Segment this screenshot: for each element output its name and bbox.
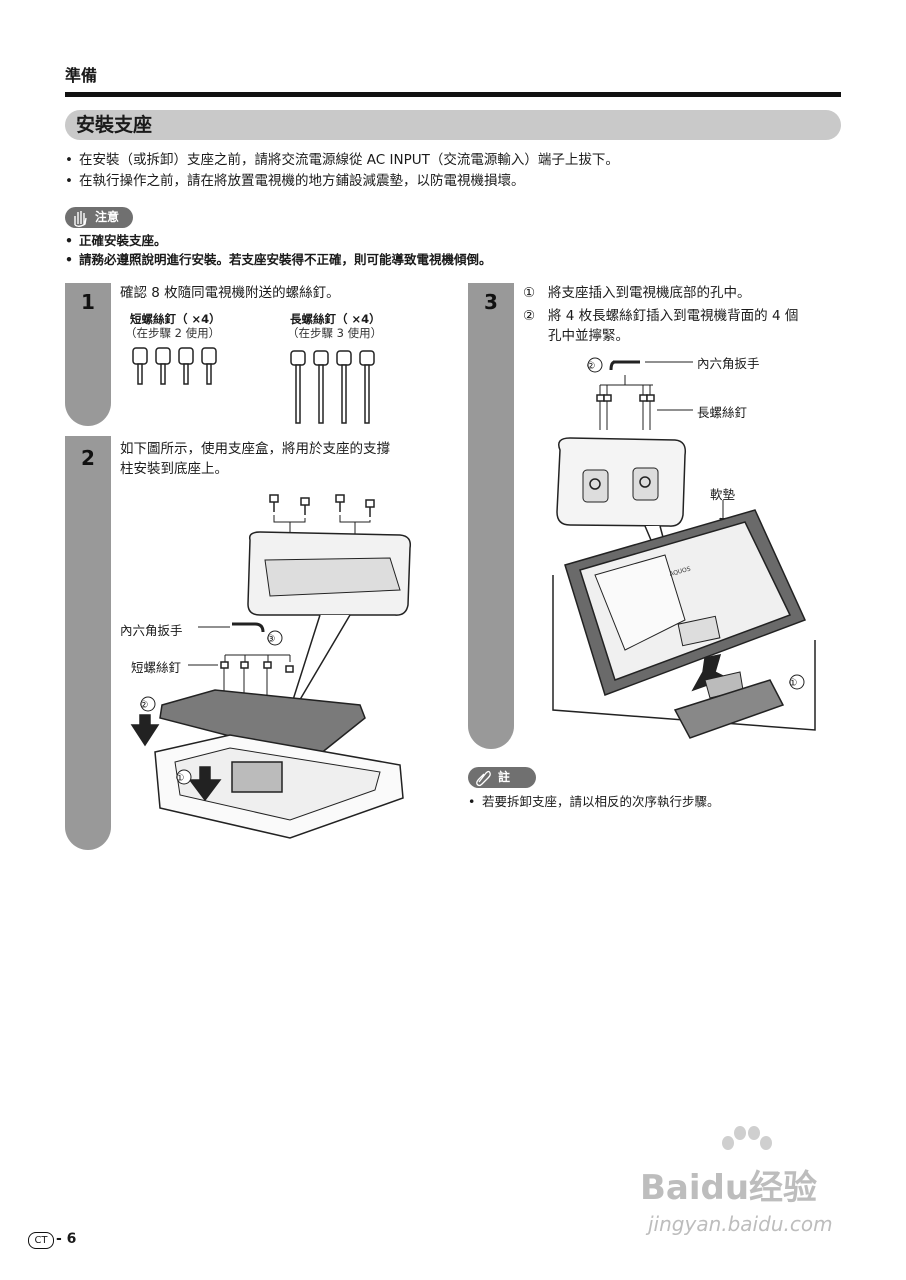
section-label: 準備 — [65, 66, 98, 85]
caution-item: 請務必遵照說明進行安裝。若支座安裝得不正確，則可能導致電視機傾倒。 — [65, 250, 845, 269]
hand-icon — [74, 211, 87, 227]
caution-list: 正確安裝支座。 請務必遵照說明進行安裝。若支座安裝得不正確，則可能導致電視機傾倒… — [65, 231, 845, 269]
step3-pad-label: 軟墊 — [710, 487, 736, 502]
long-screw-label: 長螺絲釘（ ×4） — [290, 312, 381, 326]
caution-label: 注意 — [95, 210, 120, 224]
step3-long-screw-label: 長螺絲釘 — [697, 405, 748, 420]
step3-item2-mark: ② — [523, 308, 536, 324]
watermark-brand: Baidu经验 — [640, 1168, 818, 1208]
step2-text-line2: 柱安裝到底座上。 — [120, 461, 228, 477]
long-screw-use: （在步驟 3 使用） — [287, 326, 383, 340]
header-rule — [65, 92, 841, 97]
step2-mark2: ② — [140, 700, 149, 711]
step2-tab — [65, 436, 111, 850]
note-label: 註 — [498, 770, 511, 784]
step2-number: 2 — [81, 446, 95, 470]
step2-mark3: ③ — [267, 634, 276, 645]
bullet-item: 在執行操作之前，請在將放置電視機的地方鋪設減震墊，以防電視機損壞。 — [65, 171, 855, 192]
step3-mark2: ② — [587, 361, 596, 372]
caution-item: 正確安裝支座。 — [65, 231, 845, 250]
step3-number: 3 — [484, 290, 498, 314]
step3-illustration: ② ① AQUOS — [552, 357, 816, 739]
step1-tab — [65, 283, 111, 426]
note-text: 若要拆卸支座，請以相反的次序執行步驟。 — [468, 793, 720, 811]
step1-number: 1 — [81, 290, 95, 314]
watermark-url: jingyan.baidu.com — [648, 1212, 833, 1236]
step3-tab — [468, 283, 514, 749]
caution-badge — [65, 207, 133, 228]
note-badge — [468, 767, 536, 788]
step2-mark1: ① — [176, 773, 185, 784]
intro-bullets: 在安裝（或拆卸）支座之前，請將交流電源線從 AC INPUT（交流電源輸入）端子… — [65, 150, 855, 192]
step3-item1-mark: ① — [523, 285, 536, 301]
title-bar — [65, 110, 841, 140]
step3-hex-wrench-label: 內六角扳手 — [697, 356, 760, 371]
region-badge: CT — [28, 1232, 54, 1249]
bullet-item: 在安裝（或拆卸）支座之前，請將交流電源線從 AC INPUT（交流電源輸入）端子… — [65, 150, 855, 171]
step2-hex-wrench-label: 內六角扳手 — [120, 623, 183, 638]
page-title: 安裝支座 — [76, 114, 153, 136]
step3-item2-line1: 將 4 枚長螺絲釘插入到電視機背面的 4 個 — [548, 308, 799, 324]
short-screw-use: （在步驟 2 使用） — [125, 326, 221, 340]
paperclip-icon — [476, 770, 491, 787]
step2-text-line1: 如下圖所示，使用支座盒，將用於支座的支撐 — [120, 441, 390, 457]
page-number: - 6 — [56, 1231, 77, 1247]
step2-illustration: ③ ② ① — [130, 494, 412, 839]
step1-text: 確認 8 枚隨同電視機附送的螺絲釘。 — [120, 285, 340, 301]
long-screws-illustration — [290, 350, 375, 424]
step2-short-screw-label: 短螺絲釘 — [131, 660, 182, 675]
step3-item2-line2: 孔中並擰緊。 — [548, 328, 629, 344]
paw-icon — [722, 1126, 772, 1150]
step3-item1: 將支座插入到電視機底部的孔中。 — [548, 285, 751, 301]
short-screw-label: 短螺絲釘（ ×4） — [130, 312, 221, 326]
short-screws-illustration — [132, 347, 217, 385]
step3-mark1: ① — [789, 678, 798, 689]
